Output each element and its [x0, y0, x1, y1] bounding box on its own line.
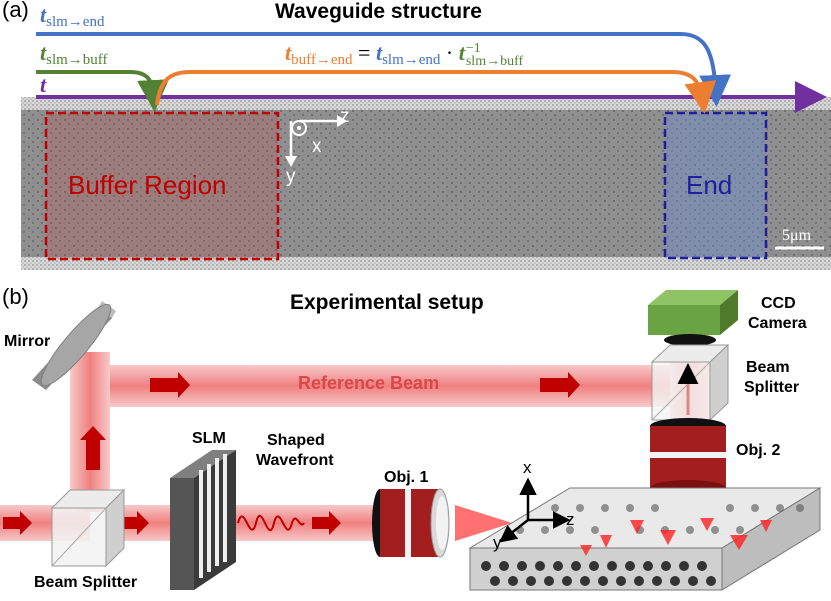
- slm-label: SLM: [192, 430, 226, 447]
- ccd-label: CCD: [761, 295, 796, 312]
- shaped-label: Shaped: [267, 432, 325, 449]
- t-slm-end-subscript: slm→end: [46, 14, 105, 30]
- waveguide-axes: [285, 115, 347, 167]
- sample-axis-y-label: y: [493, 533, 502, 552]
- dot-operator: ·: [440, 40, 459, 65]
- t-slm-buff-superscript: −1: [465, 40, 481, 56]
- splitter-label: Splitter: [744, 379, 800, 396]
- waveguide-core: [21, 110, 831, 257]
- photonic-sample: [468, 487, 822, 591]
- mirror-label: Mirror: [4, 333, 51, 350]
- end-region-label: End: [686, 170, 733, 200]
- axis-y-label: y: [286, 166, 296, 187]
- beam-to-obj1: [225, 505, 385, 541]
- t-slm-buff-arrow: [36, 70, 169, 112]
- t-slm-end-subscript: slm→end: [382, 52, 441, 68]
- buffer-region-label: Buffer Region: [68, 170, 227, 200]
- t-symbol: t: [285, 40, 292, 65]
- panel-a-title: Waveguide structure: [275, 0, 482, 23]
- t-slm-buff-subscript: slm→buff: [46, 52, 108, 68]
- t-symbol: t: [375, 40, 383, 65]
- equals-sign: =: [352, 40, 376, 65]
- scale-bar-label: 5μm: [782, 227, 812, 244]
- buffer-region: [44, 111, 280, 261]
- camera-label: Camera: [748, 315, 807, 332]
- axis-x-label: x: [312, 136, 322, 157]
- obj2-label: Obj. 2: [736, 442, 781, 459]
- wavefront-label: Wavefront: [256, 452, 334, 469]
- t-symbol: t: [40, 40, 47, 65]
- reference-beam-label: Reference Beam: [298, 373, 440, 393]
- sample-axis-x-label: x: [523, 458, 532, 477]
- panel-b-title: Experimental setup: [290, 291, 484, 314]
- t-label: t: [40, 72, 47, 97]
- beam-splitter-bottom: [50, 488, 126, 568]
- panel-b-label: (b): [2, 284, 29, 309]
- objective-1: [372, 488, 450, 558]
- objective-2: [650, 418, 726, 496]
- beam-splitter-top: [650, 343, 730, 422]
- axis-z-label: z: [340, 106, 350, 127]
- t-slm-buff-subscript: slm→buff: [465, 53, 524, 69]
- t-symbol: t: [458, 40, 465, 65]
- cladding-top: [21, 97, 831, 110]
- t-slm-end-label: tslm→end: [40, 2, 105, 30]
- t-symbol: t: [40, 2, 47, 27]
- beam-splitter-bottom-label: Beam Splitter: [34, 574, 138, 591]
- beam-label: Beam: [746, 359, 790, 376]
- beam-focus: [455, 505, 512, 541]
- panel-a-label: (a): [2, 0, 29, 22]
- obj1-label: Obj. 1: [384, 469, 429, 486]
- shaped-wavefront-wave: [237, 514, 305, 532]
- t-buff-end-subscript: buff→end: [291, 52, 353, 68]
- mirror: [32, 301, 116, 390]
- sample-axis-z-label: z: [566, 510, 575, 529]
- slm: [170, 450, 236, 590]
- sample-axes: [499, 477, 571, 543]
- direction-arrows: [3, 372, 580, 535]
- t-slm-buff-label: tslm→buff: [40, 40, 108, 68]
- ccd-camera: [648, 290, 738, 346]
- t-buff-end-arrow: [155, 70, 717, 114]
